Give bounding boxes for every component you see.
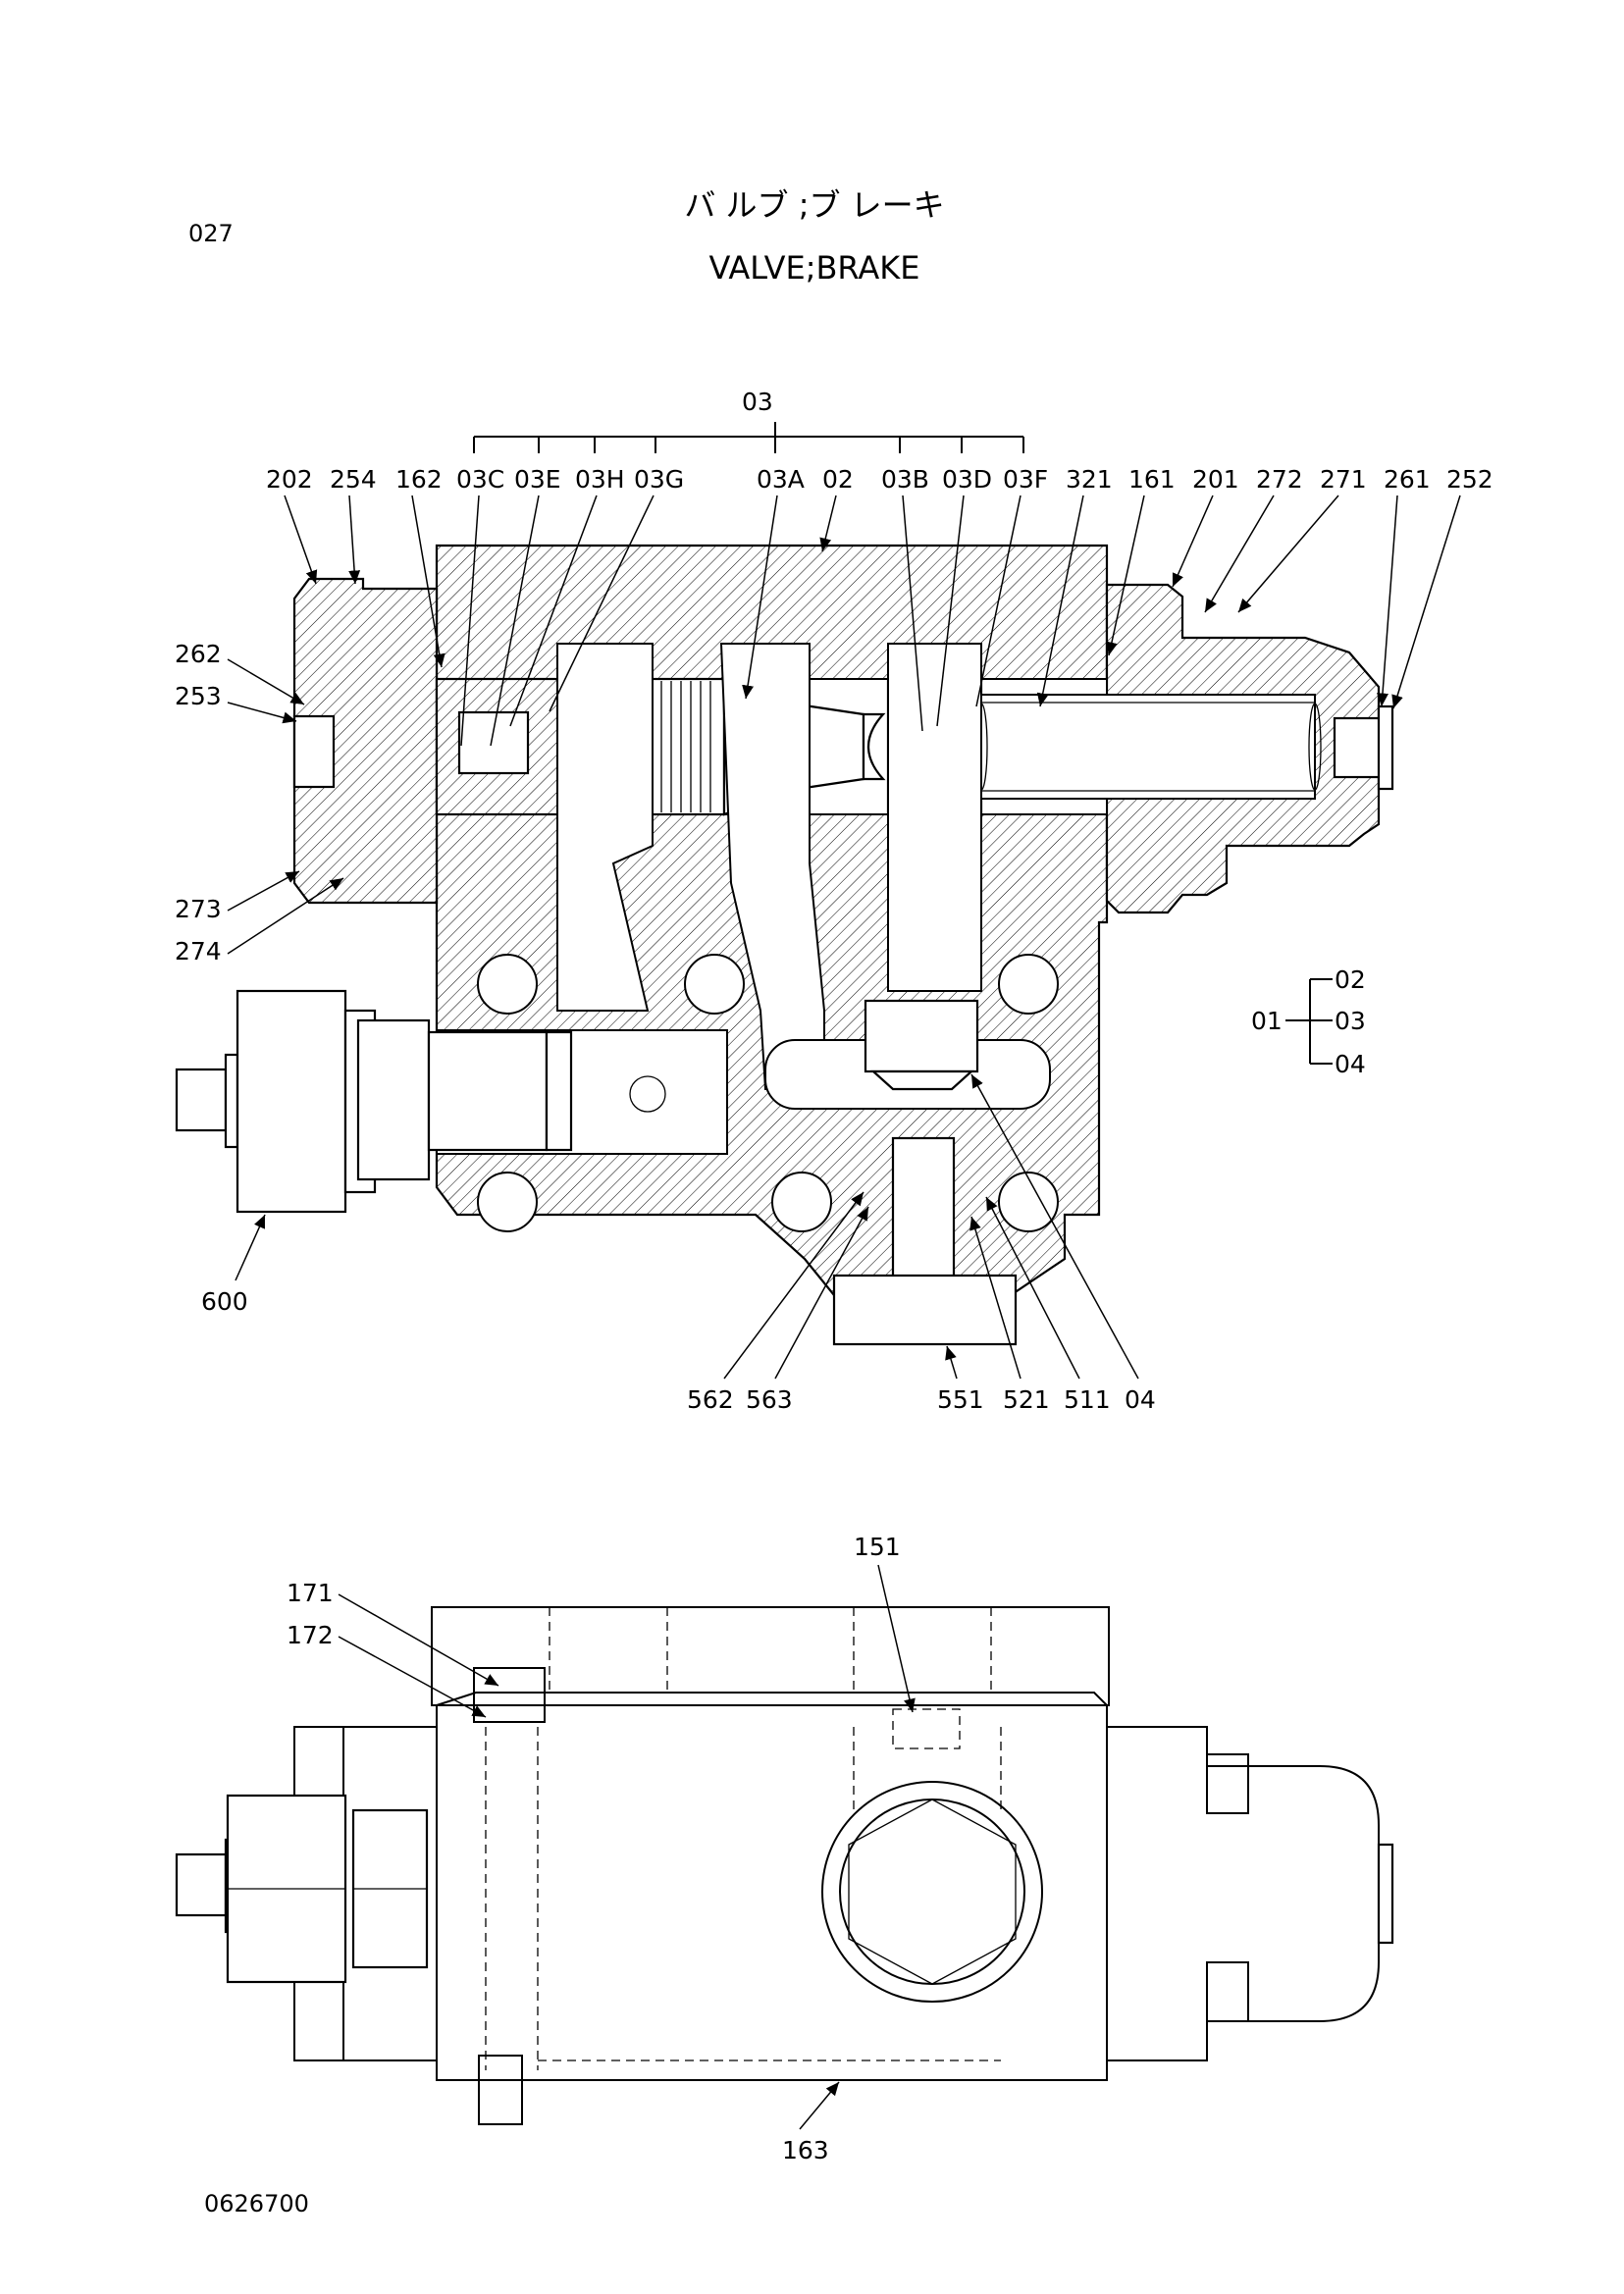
plan-port-outer <box>821 1781 1043 2003</box>
plan-right-bolt-bottom <box>1206 1961 1249 2022</box>
check-valve-stem <box>891 1136 956 1287</box>
left-end-cap <box>292 577 439 905</box>
plan-port-inner <box>839 1799 1025 1985</box>
fitting-600 <box>175 989 666 1214</box>
callout-151: 151 <box>854 1533 901 1561</box>
plan-right-bolt-top <box>1206 1753 1249 1814</box>
callout-03F: 03F <box>1003 465 1048 494</box>
section-view <box>175 544 1394 1346</box>
right-plug-cap <box>1377 704 1394 791</box>
callout-03E: 03E <box>514 465 561 494</box>
callout-201: 201 <box>1192 465 1239 494</box>
left-plug <box>292 714 336 789</box>
callout-321: 321 <box>1066 465 1113 494</box>
callout-252: 252 <box>1446 465 1493 494</box>
plan-callouts: 171 172 151 163 <box>287 1533 916 2164</box>
tree-child-03: 03 <box>1335 1007 1366 1035</box>
left-callouts: 262 253 273 274 <box>175 640 344 965</box>
group-label: 03 <box>742 388 773 416</box>
passage-3 <box>887 643 982 992</box>
callout-521: 521 <box>1003 1385 1050 1414</box>
right-plug-252 <box>1333 716 1386 779</box>
plan-main-body <box>436 1692 1108 2081</box>
callout-03G: 03G <box>634 465 684 494</box>
group-bracket-03: 03 <box>473 388 1024 453</box>
tree-child-02: 02 <box>1335 965 1366 994</box>
top-callouts: 202 254 162 03C 03E 03H 03G 03A 02 03B 0… <box>266 465 1493 494</box>
callout-511: 511 <box>1064 1385 1111 1414</box>
tree-parent: 01 <box>1251 1007 1283 1035</box>
callout-274: 274 <box>175 937 222 965</box>
callout-551: 551 <box>937 1385 984 1414</box>
callout-273: 273 <box>175 895 222 923</box>
callout-563: 563 <box>746 1385 793 1414</box>
section-number: 027 <box>188 220 234 247</box>
passage-1 <box>556 643 654 1012</box>
callout-254: 254 <box>330 465 377 494</box>
callout-253: 253 <box>175 682 222 710</box>
check-valve-seat <box>864 999 979 1073</box>
title-japanese: バ ルブ ;ブ レーキ <box>684 186 944 224</box>
drawing-number: 0626700 <box>204 2190 309 2217</box>
callout-272: 272 <box>1256 465 1303 494</box>
plan-top-block <box>431 1606 1110 1706</box>
callout-162: 162 <box>395 465 443 494</box>
plan-pin <box>478 2055 523 2125</box>
plan-bolt-151 <box>892 1708 961 1749</box>
callout-03H: 03H <box>575 465 625 494</box>
callout-02: 02 <box>822 465 854 494</box>
top-leaders <box>284 495 1461 747</box>
bottom-callouts: 600 562 563 551 521 511 04 <box>201 1073 1156 1414</box>
callout-161: 161 <box>1128 465 1176 494</box>
callout-600: 600 <box>201 1287 248 1316</box>
title-english: VALVE;BRAKE <box>709 249 920 287</box>
spring-chamber <box>980 694 1316 800</box>
callout-261: 261 <box>1384 465 1431 494</box>
check-valve-poppet <box>870 1069 974 1091</box>
spool-neck <box>862 712 886 781</box>
bolt-holes <box>477 954 1059 1232</box>
plan-bolt-171 <box>473 1667 546 1723</box>
callout-03C: 03C <box>456 465 504 494</box>
callout-04: 04 <box>1125 1385 1156 1414</box>
plan-port-hex <box>848 1799 1017 1985</box>
plan-view <box>175 1606 1394 2125</box>
callout-163: 163 <box>782 2136 829 2164</box>
assembly-tree: 01 02 03 04 <box>1251 965 1366 1078</box>
callout-03B: 03B <box>881 465 929 494</box>
callout-171: 171 <box>287 1579 334 1607</box>
plan-hidden-lines <box>485 1607 1002 2070</box>
callout-562: 562 <box>687 1385 734 1414</box>
callout-262: 262 <box>175 640 222 668</box>
check-plug-551 <box>832 1274 1018 1346</box>
plan-fitting-600 <box>175 1794 429 1984</box>
plan-right-cap <box>1106 1726 1380 2061</box>
page-header: 027 バ ルブ ;ブ レーキ VALVE;BRAKE <box>188 186 945 287</box>
left-poppet <box>457 710 530 775</box>
plan-right-plug <box>1377 1843 1394 1945</box>
callout-03A: 03A <box>757 465 805 494</box>
callout-172: 172 <box>287 1621 334 1649</box>
callout-271: 271 <box>1320 465 1367 494</box>
callout-03D: 03D <box>942 465 992 494</box>
tree-child-04: 04 <box>1335 1050 1366 1078</box>
callout-202: 202 <box>266 465 313 494</box>
